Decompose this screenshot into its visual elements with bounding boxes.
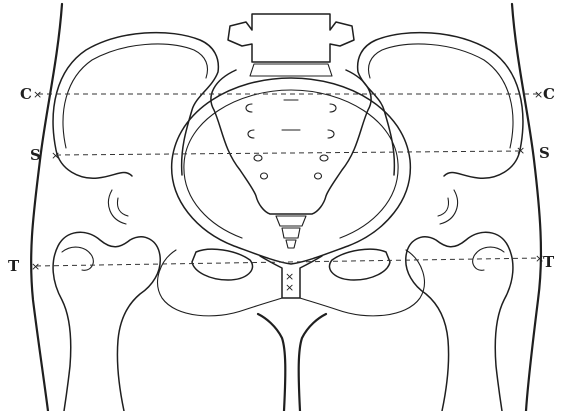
label-t-right: T: [543, 253, 555, 271]
line-s: [56, 151, 520, 155]
label-s-left: S: [30, 146, 41, 164]
marker-s-left: ×: [51, 149, 60, 162]
sacrum: [211, 70, 371, 214]
obturator-foramen-left: [192, 249, 253, 280]
marker-c-left: ×: [33, 88, 42, 101]
perineal-outline: [258, 314, 326, 411]
intervertebral-disc: [250, 64, 332, 76]
ilium-left: [53, 33, 218, 179]
greater-trochanter-left: [62, 247, 93, 270]
marker-t-left: ×: [31, 260, 40, 273]
body-outline-left: [31, 4, 62, 411]
marker-s-right: ×: [516, 144, 525, 157]
label-c-right: C: [543, 85, 555, 103]
pelvic-brim: [172, 78, 411, 264]
acetabulum-right: [438, 190, 458, 224]
label-t-left: T: [8, 257, 20, 275]
coccyx: [276, 216, 306, 248]
marker-c-right: ×: [534, 88, 543, 101]
sacral-foramina: [246, 100, 336, 179]
lumbar-vertebra: [228, 14, 354, 62]
obturator-foramen-right: [329, 249, 390, 280]
label-c-left: C: [20, 85, 32, 103]
marker-symphysis-lower: ×: [285, 281, 294, 294]
line-t: [36, 258, 540, 266]
label-s-right: S: [539, 144, 550, 162]
acetabulum-left: [108, 190, 128, 224]
femur-left: [53, 232, 160, 411]
ischium-left: [158, 250, 282, 316]
ilium-right: [358, 33, 523, 179]
body-outline-right: [512, 4, 541, 411]
